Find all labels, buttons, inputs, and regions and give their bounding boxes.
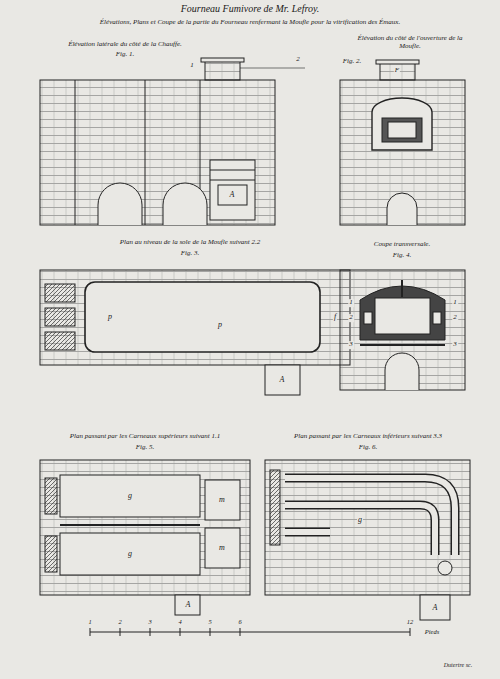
scale-tick <box>150 628 151 636</box>
callout-number: 1 <box>348 299 354 307</box>
callout-number: 2 <box>295 56 301 64</box>
plate-title: Fourneau Fumivore de Mr. Lefroy. <box>180 3 321 14</box>
side-elevation <box>40 58 305 225</box>
front-elevation <box>340 60 465 225</box>
callout-letter: m <box>218 496 226 505</box>
figure-heading: Élévation latérale du côté de la Chauffe… <box>67 41 183 49</box>
figure-number: Fig. 2. <box>342 58 362 66</box>
scale-tick <box>240 628 241 636</box>
plan-sole <box>40 270 350 395</box>
figure-number: Fig. 6. <box>358 444 378 452</box>
callout-number: 2 <box>348 314 354 322</box>
callout-letter: g <box>127 492 133 501</box>
scale-number: 4 <box>177 618 182 625</box>
scale-unit: Pieds <box>424 628 440 635</box>
scale-number: 12 <box>406 618 415 625</box>
callout-number: 1 <box>452 299 458 307</box>
callout-number: 2 <box>452 314 458 322</box>
scale-tick <box>410 628 411 636</box>
callout-number: 1 <box>189 62 195 70</box>
figure-heading: Élévation du côté de l'ouverture de la M… <box>349 35 471 50</box>
callout-letter: A <box>279 376 286 385</box>
engraver-signature: Dutertre sc. <box>443 662 473 669</box>
plan-lower-flues <box>265 460 470 620</box>
scale-tick <box>90 628 91 636</box>
callout-letter: F <box>394 67 400 75</box>
scale-tick <box>180 628 181 636</box>
callout-letter: g <box>357 516 363 525</box>
scale-number: 2 <box>117 618 122 625</box>
callout-number: 3 <box>452 341 458 349</box>
figure-number: Fig. 5. <box>135 444 155 452</box>
scale-number: 5 <box>207 618 212 625</box>
callout-letter: p <box>217 321 223 330</box>
callout-letter: g <box>127 550 133 559</box>
callout-letter: f <box>333 313 337 322</box>
figure-number: Fig. 4. <box>392 252 412 260</box>
scale-tick <box>120 628 121 636</box>
callout-letter: A <box>432 604 439 613</box>
callout-letter: A <box>185 601 192 610</box>
callout-letter: m <box>218 544 226 553</box>
scale-number: 1 <box>87 618 92 625</box>
callout-number: 3 <box>348 341 354 349</box>
subtitle: Élévations, Plans et Coupe de la partie … <box>84 19 416 27</box>
figure-heading: Plan passant par les Carneaux supérieurs… <box>69 433 222 441</box>
figure-heading: Coupe transversale. <box>373 241 431 249</box>
callout-letter: p <box>107 313 113 322</box>
callout-letter: A <box>229 191 236 200</box>
scale-number: 3 <box>147 618 152 625</box>
figure-number: Fig. 1. <box>115 51 135 59</box>
figure-number: Fig. 3. <box>180 250 200 258</box>
plan-upper-flues <box>40 460 250 615</box>
scale-number: 6 <box>237 618 242 625</box>
scale-tick <box>210 628 211 636</box>
figure-heading: Plan au niveau de la sole de la Moufle s… <box>119 239 262 247</box>
figure-heading: Plan passant par les Carneaux inférieurs… <box>293 433 443 441</box>
cross-section <box>340 270 465 390</box>
scale-bar <box>90 628 410 636</box>
